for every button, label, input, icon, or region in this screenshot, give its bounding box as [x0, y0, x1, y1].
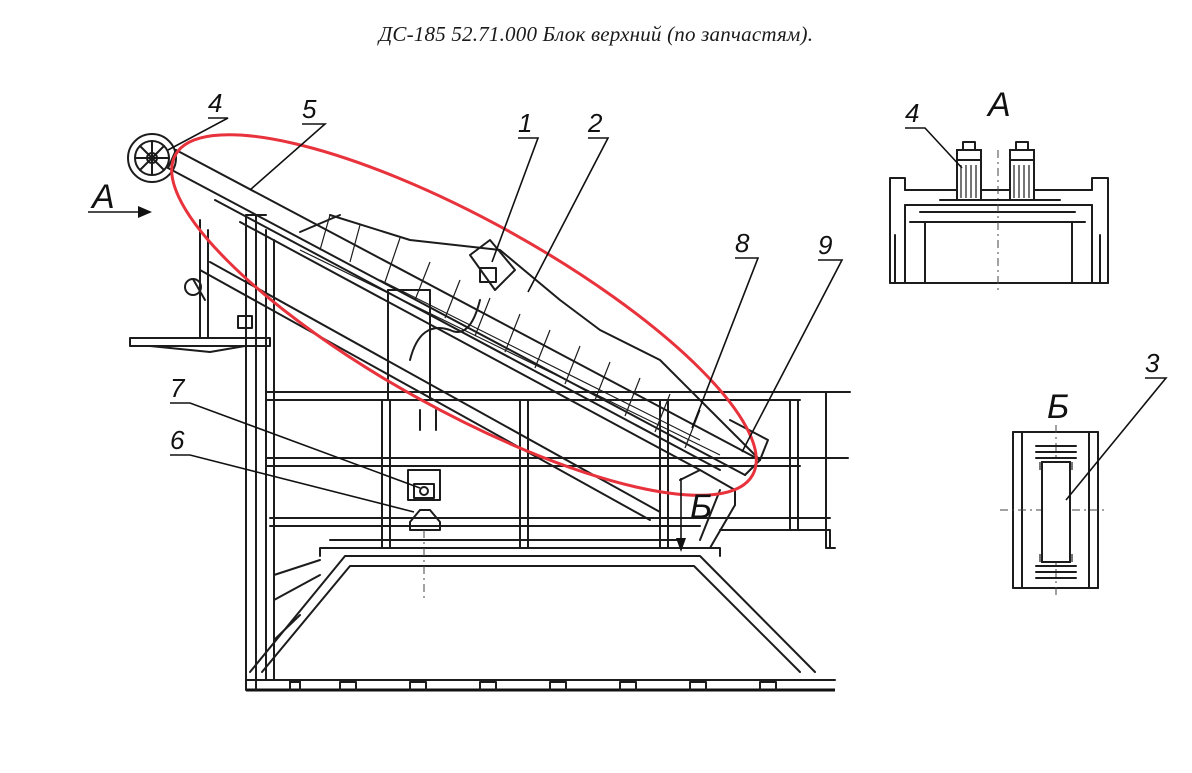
highlight-ellipse — [170, 133, 758, 497]
view-b-title: Б — [1047, 388, 1069, 426]
callout-5: 5 — [302, 94, 317, 124]
callout-4-view: 4 — [905, 98, 919, 128]
callout-8: 8 — [735, 228, 750, 258]
callouts: 4 5 1 2 8 9 7 6 А Б — [88, 88, 844, 552]
view-b: Б 3 — [1000, 348, 1168, 595]
callout-7: 7 — [170, 373, 186, 403]
frame-columns — [129, 214, 851, 691]
drawing-title: ДС-185 52.71.000 Блок верхний (по запчас… — [378, 22, 814, 46]
inclined-conveyor — [127, 133, 769, 549]
view-a-arrow-label: А — [90, 178, 115, 216]
base-skid — [245, 679, 836, 692]
view-a-title: А — [986, 86, 1011, 124]
view-a: А 4 — [889, 86, 1109, 290]
callout-6: 6 — [170, 425, 185, 455]
main-assembly-view: 4 5 1 2 8 9 7 6 А Б — [88, 88, 851, 692]
drive-unit — [409, 483, 441, 600]
callout-3: 3 — [1145, 348, 1160, 378]
callout-2: 2 — [587, 108, 603, 138]
view-b-arrow-label: Б — [690, 488, 712, 526]
callout-1: 1 — [518, 108, 532, 138]
hopper — [249, 539, 816, 673]
callout-9: 9 — [818, 230, 832, 260]
callout-4-main: 4 — [208, 88, 222, 118]
center-frame — [387, 289, 481, 501]
